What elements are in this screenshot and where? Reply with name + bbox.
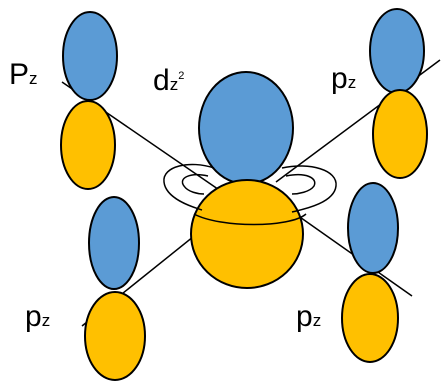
label-main-text: p (25, 300, 42, 333)
label-pz-top-left: Pz (9, 60, 38, 90)
label-subscript: z (312, 311, 322, 330)
p-orbital-top-right-lobe-gold (372, 89, 428, 179)
label-subscript: z (347, 73, 357, 92)
label-main-text: d (153, 64, 170, 97)
label-main-text: p (296, 300, 313, 333)
p-orbital-bottom-right-lobe-blue (347, 182, 399, 274)
label-main-text: p (331, 62, 348, 95)
p-orbital-top-left-lobe-blue (62, 11, 118, 101)
p-orbital-top-right-lobe-blue (369, 8, 425, 94)
p-orbital-bottom-left-lobe-gold (84, 291, 146, 381)
p-orbital-bottom-left-lobe-blue (88, 196, 140, 290)
label-pz-bottom-left: pz (25, 302, 50, 332)
dz2-lobe-gold (190, 179, 304, 289)
label-pz-top-right: pz (331, 64, 356, 94)
label-dz2: dz2 (153, 66, 184, 96)
p-orbital-bottom-right-lobe-gold (341, 273, 399, 363)
label-main-text: P (9, 58, 30, 91)
label-pz-bottom-right: pz (296, 302, 321, 332)
label-subscript: z (169, 75, 179, 94)
dz2-torus (163, 163, 337, 226)
label-subscript: z (29, 69, 38, 88)
label-superscript: 2 (178, 70, 185, 82)
p-orbital-top-left-lobe-gold (60, 100, 116, 190)
label-subscript: z (41, 311, 51, 330)
